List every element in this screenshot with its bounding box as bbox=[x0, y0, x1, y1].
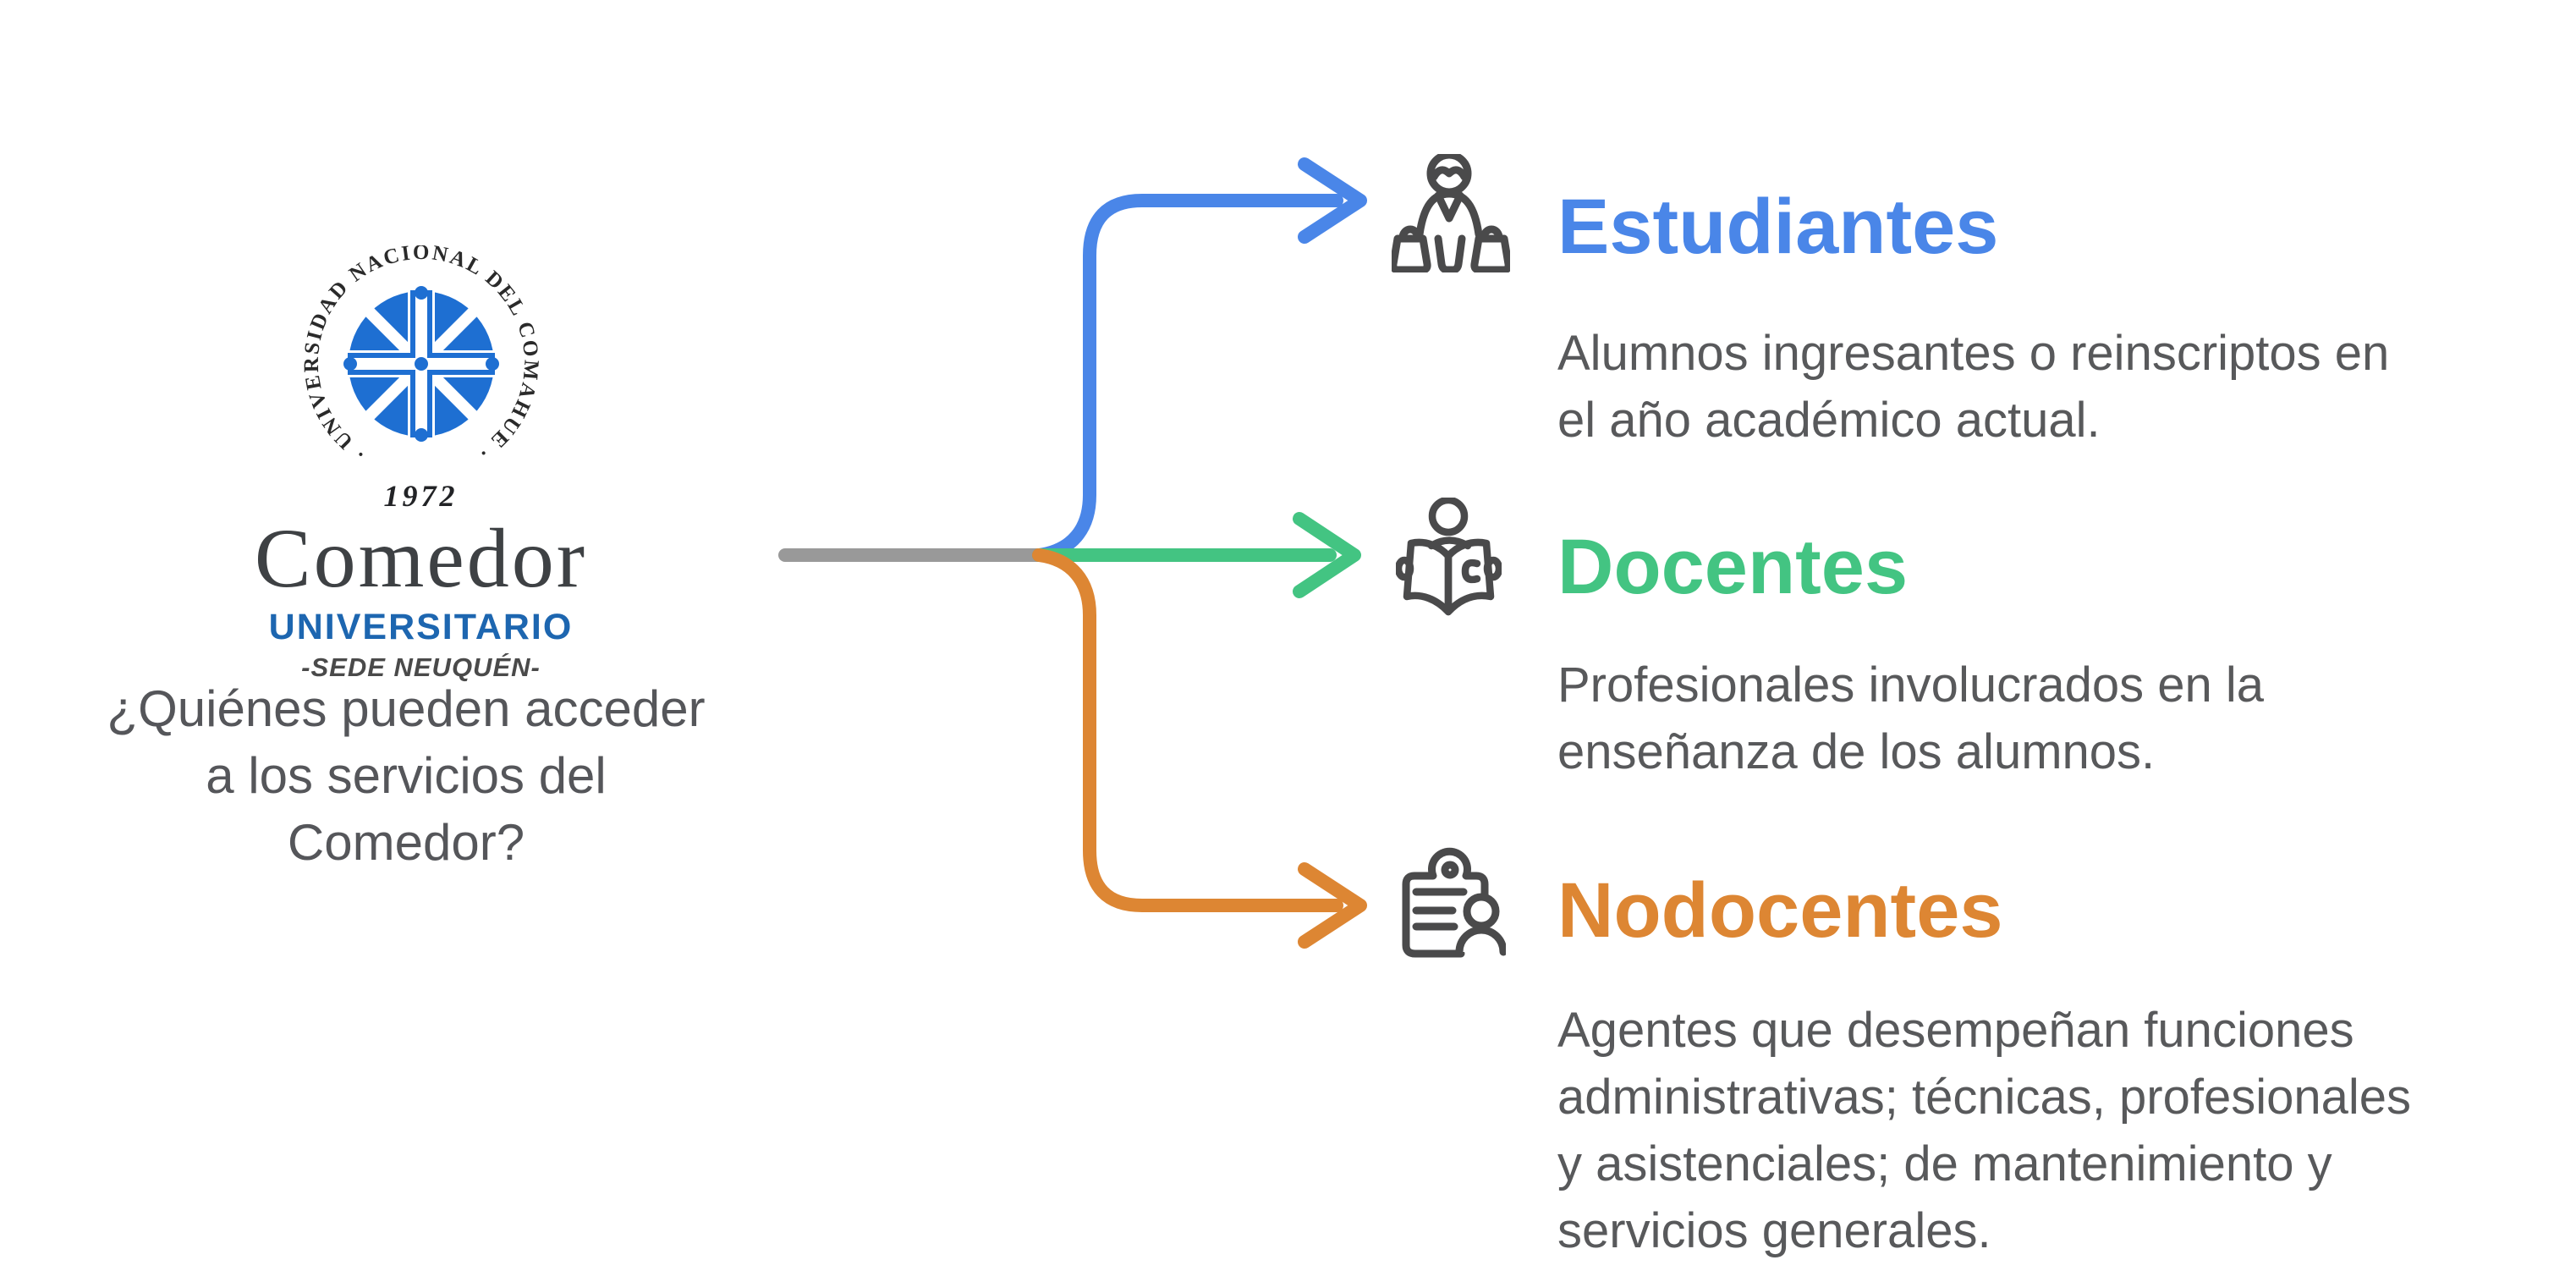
branch-line-estudiantes bbox=[1032, 194, 1343, 562]
reading-teacher-icon bbox=[1396, 498, 1502, 616]
question-line: a los servicios del bbox=[206, 747, 607, 804]
branch-title-estudiantes: Estudiantes bbox=[1557, 184, 1999, 270]
desc-line: y asistenciales; de mantenimiento y bbox=[1557, 1136, 2332, 1191]
question-line: Comedor? bbox=[287, 814, 525, 871]
question-text: ¿Quiénes pueden acceder a los servicios … bbox=[51, 675, 761, 876]
branch-desc-estudiantes: Alumnos ingresantes o reinscriptos en el… bbox=[1557, 320, 2513, 454]
university-logo: · UNIVERSIDAD NACIONAL DEL COMAHUE · bbox=[207, 245, 634, 680]
seal-emblem-icon bbox=[343, 286, 499, 442]
logo-location: -SEDE NEUQUÉN- bbox=[301, 652, 541, 682]
question-line: ¿Quiénes pueden acceder bbox=[107, 680, 706, 737]
arrowhead-nodocentes-icon bbox=[1298, 862, 1367, 949]
desc-line: Agentes que desempeñan funciones bbox=[1557, 1003, 2354, 1058]
branch-title-docentes: Docentes bbox=[1557, 524, 1909, 610]
arrowhead-estudiantes-icon bbox=[1298, 157, 1367, 244]
branch-desc-nodocentes: Agentes que desempeñan funciones adminis… bbox=[1557, 997, 2513, 1264]
logo-title: Comedor bbox=[254, 511, 588, 605]
arrowhead-docentes-icon bbox=[1293, 512, 1361, 598]
desc-line: enseñanza de los alumnos. bbox=[1557, 724, 2156, 779]
branch-line-nodocentes bbox=[1032, 548, 1343, 912]
logo-subtitle: UNIVERSITARIO bbox=[268, 607, 574, 647]
students-icon bbox=[1392, 154, 1510, 272]
desc-line: administrativas; técnicas, profesionales bbox=[1557, 1070, 2412, 1125]
desc-line: Alumnos ingresantes o reinscriptos en bbox=[1557, 326, 2390, 381]
university-seal-icon: · UNIVERSIDAD NACIONAL DEL COMAHUE · bbox=[299, 245, 540, 465]
desc-line: el año académico actual. bbox=[1557, 393, 2101, 448]
clipboard-person-icon bbox=[1402, 847, 1506, 958]
desc-line: servicios generales. bbox=[1557, 1203, 1991, 1258]
branch-title-nodocentes: Nodocentes bbox=[1557, 867, 2003, 954]
desc-line: Profesionales involucrados en la bbox=[1557, 658, 2265, 713]
branch-desc-docentes: Profesionales involucrados en la enseñan… bbox=[1557, 652, 2513, 785]
seal-year: 1972 bbox=[383, 479, 459, 513]
